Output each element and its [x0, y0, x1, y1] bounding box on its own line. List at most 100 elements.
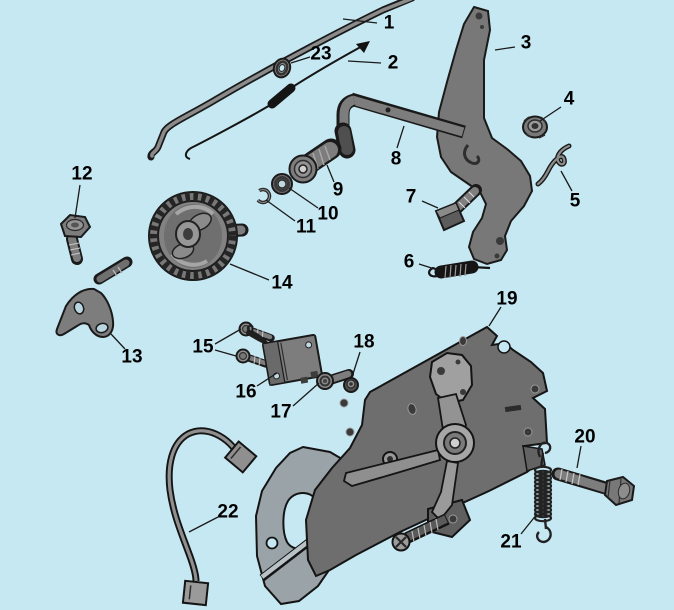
- part-2-control-cable: [184, 41, 370, 160]
- part-number-21: 21: [500, 532, 522, 553]
- leader-line-13: [110, 333, 126, 350]
- leader-line-20: [576, 445, 582, 469]
- part-number-10: 10: [317, 204, 338, 225]
- spring-neck: [539, 452, 545, 469]
- part-number-22: 22: [217, 502, 238, 523]
- part-3-governor-lever: [435, 5, 534, 266]
- plate-phillips-screw: [391, 513, 450, 552]
- leader-line-15: [214, 349, 237, 357]
- part-number-2: 2: [388, 53, 399, 74]
- leader-line-5: [560, 170, 573, 192]
- part-number-20: 20: [574, 427, 595, 448]
- part-1-throttle-rod: [147, 0, 415, 161]
- leader-line-19: [488, 306, 502, 327]
- screw-threads: [411, 518, 439, 543]
- part-number-13: 13: [121, 347, 142, 368]
- part-15-mounting-screws: [235, 321, 275, 368]
- arm-hole: [73, 301, 85, 315]
- switch-hole: [305, 341, 313, 349]
- cable-wire: [184, 43, 367, 160]
- spring-top-hook: [537, 441, 552, 458]
- rod-hole: [385, 107, 391, 113]
- clip-body: [536, 144, 571, 186]
- screw-lower: [235, 348, 270, 368]
- bolt-head-face: [617, 482, 631, 500]
- spring-right-wire: [471, 265, 491, 270]
- part-14-camshaft-gear: [148, 191, 249, 281]
- part-18-flange-nut-small: [343, 377, 359, 393]
- part-number-6: 6: [404, 252, 415, 273]
- screw-shaft: [406, 515, 448, 541]
- cable-arrow-icon: [356, 41, 370, 53]
- part-16-interlock-switch: [246, 324, 323, 386]
- gear-teeth: [149, 192, 237, 280]
- part-number-12: 12: [71, 164, 92, 185]
- lever-hole: [475, 12, 483, 20]
- plate-hole: [459, 336, 467, 346]
- switch-terminal: [310, 370, 319, 378]
- part-number-18: 18: [353, 332, 374, 353]
- arm-pin-band: [112, 266, 123, 277]
- nut-facets: [523, 116, 547, 139]
- rod-body: [350, 95, 465, 137]
- leader-line-17: [292, 382, 320, 407]
- bolt-threads: [68, 242, 81, 256]
- plate-hole: [407, 403, 417, 415]
- switch-lever-tip: [246, 324, 254, 332]
- plate-hole: [339, 398, 349, 408]
- wire-connector-bottom: [181, 579, 210, 607]
- gear-slot: [174, 204, 215, 216]
- lever-hole: [460, 389, 466, 395]
- part-number-3: 3: [521, 33, 532, 54]
- lever-hole: [455, 359, 461, 365]
- leader-line-9: [326, 164, 335, 183]
- gear-hub-hole: [183, 228, 193, 240]
- plate-edge-notch: [497, 340, 511, 354]
- leader-line-14: [229, 263, 270, 281]
- leader-line-12: [74, 184, 81, 219]
- wire: [167, 429, 242, 582]
- part-number-1: 1: [384, 13, 395, 34]
- part-number-16: 16: [235, 382, 256, 403]
- spring-coil-lines: [444, 263, 467, 279]
- bolt-head-center: [71, 222, 79, 228]
- bolt-threads: [458, 191, 475, 209]
- part-6-governor-spring: [428, 260, 491, 279]
- arm-hole: [95, 322, 109, 334]
- bolt-shaft: [68, 235, 81, 262]
- part-23-washer: [272, 57, 292, 79]
- leader-line-7: [421, 200, 439, 209]
- leader-line-18: [351, 351, 361, 378]
- part-10-washer: [271, 173, 293, 195]
- part-8-crank-rod: [334, 92, 466, 159]
- leader-line-23: [290, 56, 311, 64]
- spring-bottom-hook: [536, 525, 552, 544]
- part-13-governor-arm: [55, 256, 133, 339]
- part-22-wire-harness: [165, 427, 258, 607]
- part-19-mounting-plate-assembly: [254, 325, 549, 606]
- part-number-7: 7: [406, 187, 417, 208]
- part-number-8: 8: [391, 149, 402, 170]
- switch-lever: [246, 329, 268, 346]
- leader-line-10: [288, 187, 319, 209]
- plate-grommet-hole: [387, 456, 393, 462]
- part-number-5: 5: [570, 191, 581, 212]
- lever-detent: [463, 144, 481, 165]
- leader-line-16: [256, 372, 278, 387]
- part-4-flange-nut: [522, 115, 548, 139]
- part-number-14: 14: [271, 273, 293, 294]
- bolt-threads: [559, 468, 581, 486]
- part-number-4: 4: [564, 89, 575, 110]
- leader-line-11: [265, 199, 296, 222]
- plate-hole: [530, 384, 540, 394]
- leader-line-6: [418, 263, 442, 272]
- part-number-11: 11: [296, 217, 317, 238]
- lever-hole: [496, 237, 504, 245]
- leader-line-2: [347, 60, 382, 64]
- plate-hole: [523, 427, 533, 437]
- plate-hole: [345, 427, 355, 437]
- lever-hole: [480, 25, 484, 29]
